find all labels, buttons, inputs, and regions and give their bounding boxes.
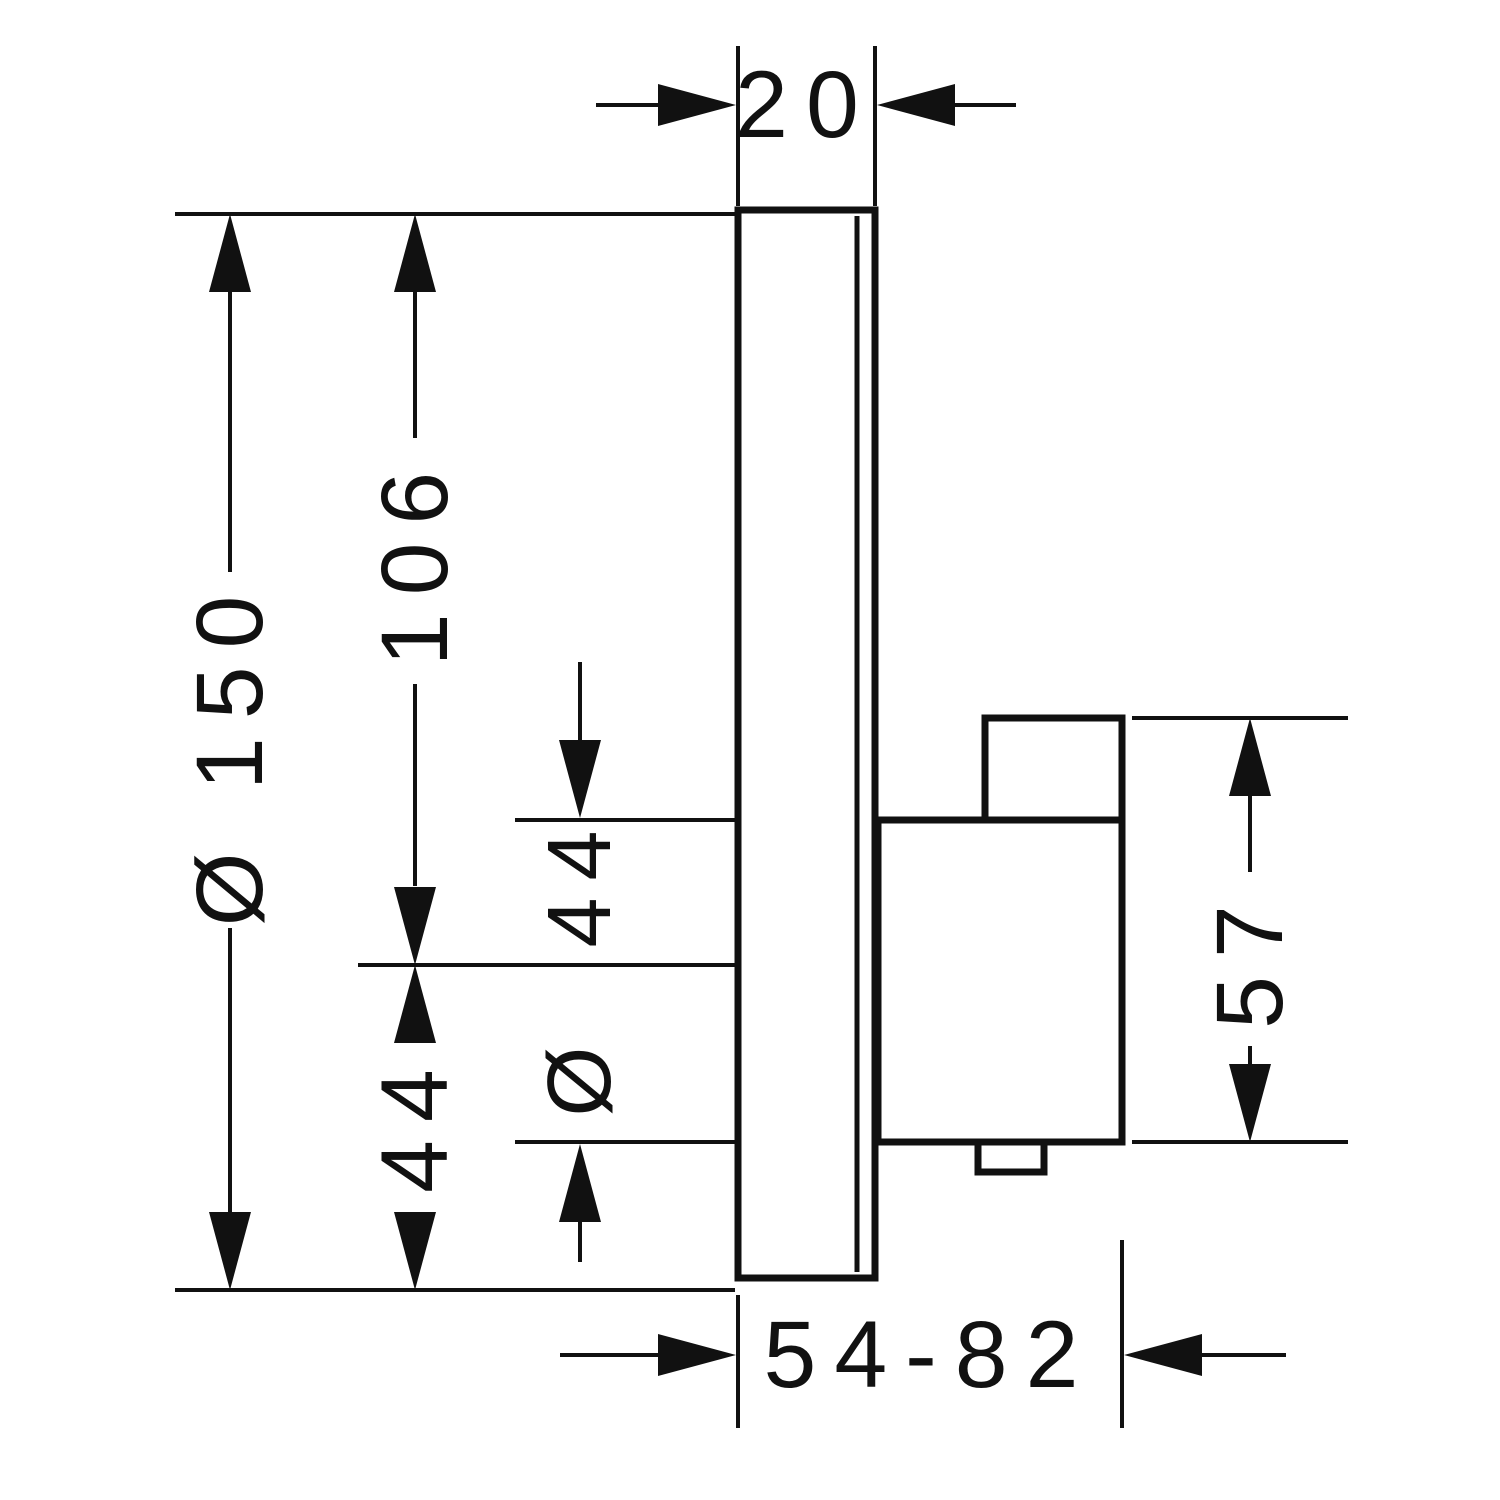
arrow-up-icon: [1229, 718, 1271, 796]
arrow-up-icon: [394, 965, 436, 1043]
dim-top-to-center-label: 106: [362, 454, 468, 667]
arrow-left-icon: [877, 84, 955, 126]
faceplate-outline: [734, 206, 879, 1282]
dimension-labels: 20 Ø 150 106 Ø 44 44 57 54-82: [177, 52, 1303, 1408]
valve-bottom-notch: [974, 1138, 1048, 1176]
dim-valve-diameter-label: Ø 44: [530, 813, 630, 1116]
arrow-up-icon: [209, 214, 251, 292]
arrow-down-icon: [1229, 1064, 1271, 1142]
arrow-down-icon: [559, 740, 601, 818]
valve-stop-outline: [981, 714, 1126, 824]
extension-lines: [175, 46, 1348, 1428]
valve-body-outline: [874, 816, 1126, 1146]
dim-center-to-bottom-label: 44: [362, 1051, 468, 1193]
dim-plate-diameter-label: Ø 150: [177, 578, 283, 927]
dim-valve-height-label: 57: [1197, 887, 1303, 1029]
arrow-down-icon: [209, 1212, 251, 1290]
arrow-up-icon: [559, 1144, 601, 1222]
arrow-right-icon: [658, 84, 736, 126]
dimension-lines: [228, 103, 1286, 1357]
arrow-down-icon: [394, 887, 436, 965]
dim-installation-depth-label: 54-82: [764, 1302, 1097, 1408]
faceplate-side-view: [734, 206, 879, 1282]
arrow-right-icon: [658, 1334, 736, 1376]
valve-body: [874, 714, 1126, 1176]
dim-plate-thickness-label: 20: [735, 52, 877, 158]
arrow-left-icon: [1124, 1334, 1202, 1376]
arrow-down-icon: [394, 1212, 436, 1290]
arrow-up-icon: [394, 214, 436, 292]
dimension-arrows: [209, 84, 1271, 1376]
